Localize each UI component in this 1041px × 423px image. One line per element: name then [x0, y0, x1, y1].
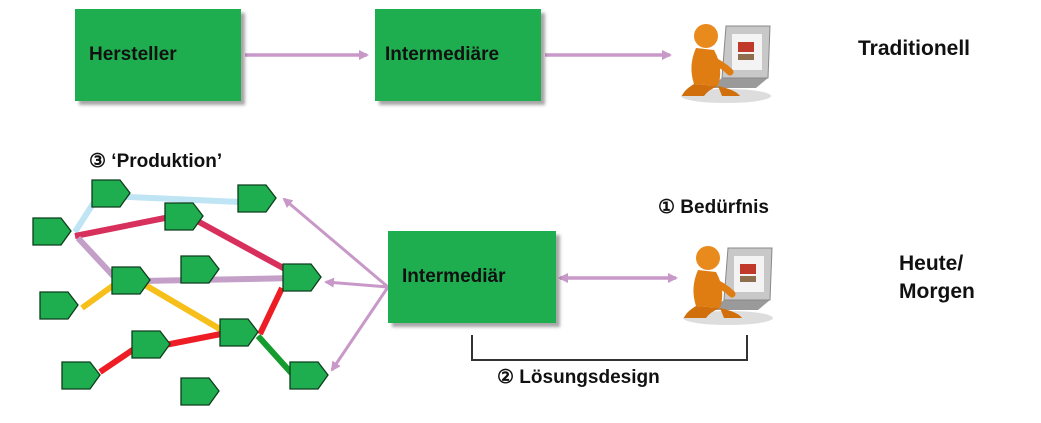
node	[91, 179, 131, 208]
person-at-laptop-icon	[681, 24, 771, 103]
box-hersteller: Hersteller	[75, 9, 241, 101]
node	[180, 377, 220, 406]
node	[237, 184, 277, 213]
box-intermediaere-label: Intermediäre	[385, 44, 500, 65]
node	[219, 318, 259, 347]
person-at-laptop-icon	[683, 246, 773, 325]
network-edges	[72, 193, 299, 379]
box-intermediaere: Intermediäre	[375, 9, 541, 101]
node	[61, 361, 101, 390]
node	[164, 202, 204, 231]
box-intermediaer-label: Intermediär	[402, 266, 506, 287]
loesungsdesign-bracket	[471, 335, 748, 361]
intermediaer-to-network-arrows	[282, 197, 390, 372]
label-produktion: ③ ‘Produktion’	[89, 151, 223, 172]
label-loesungsdesign: ② Lösungsdesign	[497, 367, 660, 388]
node	[39, 291, 79, 320]
label-traditionell: Traditionell	[858, 37, 971, 60]
box-intermediaer: Intermediär	[388, 231, 556, 323]
network-nodes	[32, 179, 329, 406]
label-morgen: Morgen	[899, 280, 975, 303]
node	[131, 330, 171, 359]
box-hersteller-label: Hersteller	[89, 44, 177, 65]
node	[32, 217, 72, 246]
node	[289, 361, 329, 390]
node	[111, 266, 151, 295]
node	[282, 263, 322, 292]
label-heute-morgen: Heute/ Morgen	[899, 250, 975, 306]
label-heute: Heute/	[899, 252, 964, 275]
label-beduerfnis: ① Bedürfnis	[658, 197, 769, 218]
